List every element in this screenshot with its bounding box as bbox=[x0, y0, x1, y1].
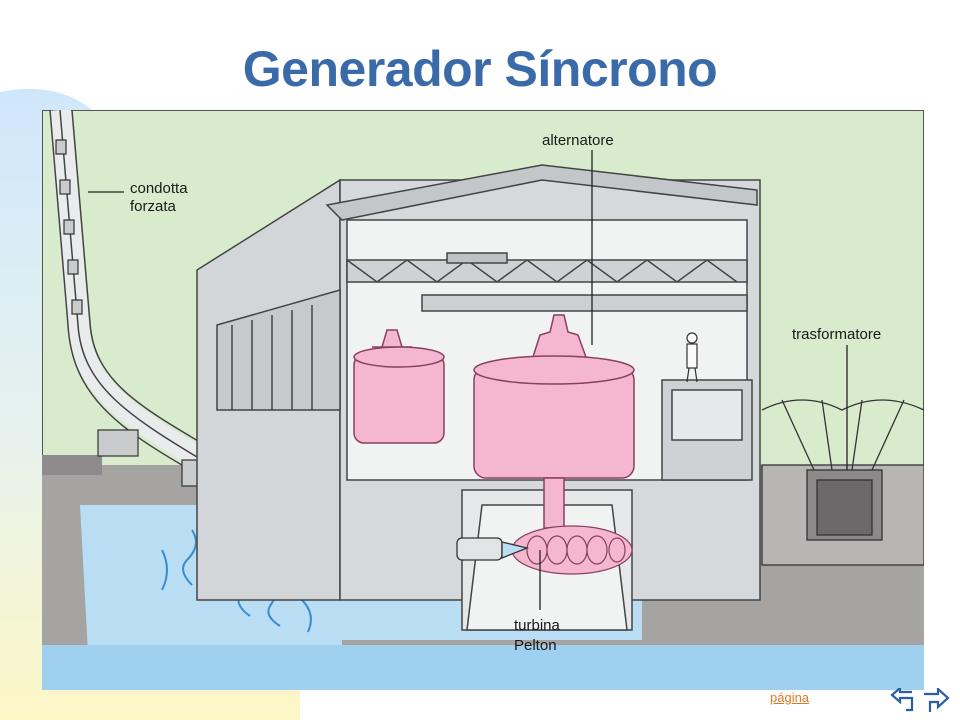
page-link[interactable]: página bbox=[770, 690, 810, 705]
label-pelton: Pelton bbox=[514, 637, 557, 654]
leader-lines bbox=[88, 150, 848, 610]
generator-large bbox=[473, 314, 635, 529]
label-trasformatore: trasformatore bbox=[792, 326, 881, 343]
label-turbina: turbina bbox=[514, 617, 561, 634]
label-alternatore: alternatore bbox=[542, 132, 614, 149]
pelton-turbine bbox=[511, 525, 633, 575]
label-condotta-forzata-line1: condotta bbox=[130, 180, 188, 197]
forward-arrow-icon[interactable] bbox=[922, 688, 950, 714]
generator-small bbox=[353, 329, 445, 444]
return-arrow-icon[interactable] bbox=[890, 688, 918, 714]
jet-nozzle bbox=[456, 537, 530, 561]
slide-title: Generador Síncrono bbox=[242, 41, 718, 97]
worker-figure bbox=[686, 332, 698, 383]
penstock bbox=[49, 110, 261, 503]
hydro-plant-diagram: condotta forzata alternatore trasformato… bbox=[42, 110, 924, 690]
label-condotta-forzata-line2: forzata bbox=[130, 198, 177, 215]
transformer bbox=[761, 399, 924, 566]
